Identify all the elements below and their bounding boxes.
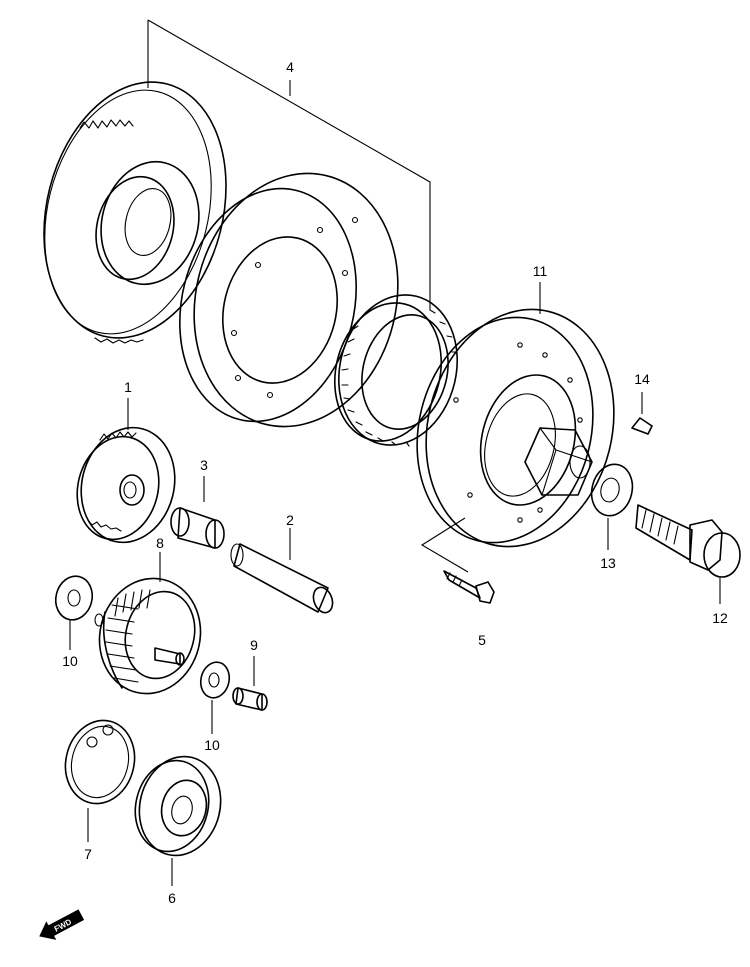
starter-driven-gear (43, 81, 227, 344)
starter-clutch-rotor (416, 308, 615, 548)
bushing-9 (232, 687, 268, 711)
callout-9: 9 (250, 637, 258, 653)
callout-11: 11 (533, 263, 548, 279)
callout-4: 4 (286, 59, 294, 75)
idle-gear (76, 426, 176, 544)
washer-10-left (54, 575, 94, 621)
washer-10-right (199, 661, 231, 699)
one-way-clutch (333, 294, 459, 447)
bearing (134, 755, 222, 857)
bushing-3 (170, 507, 225, 549)
bolt-small (443, 570, 495, 604)
callout-10a: 10 (62, 653, 78, 669)
callout-12: 12 (712, 610, 728, 626)
callout-8: 8 (156, 535, 164, 551)
circlip (64, 719, 136, 805)
one-way-clutch-housing (179, 172, 399, 428)
callout-5-bracket (420, 517, 469, 573)
callout-4-bracket (147, 19, 431, 310)
callout-7: 7 (84, 846, 92, 862)
callout-5: 5 (478, 632, 486, 648)
shaft-2 (230, 543, 334, 614)
arrow-left-icon (39, 909, 85, 940)
callout-14: 14 (634, 371, 650, 387)
callout-2: 2 (286, 512, 294, 528)
callout-10b: 10 (204, 737, 220, 753)
key-14 (631, 417, 653, 435)
callout-3: 3 (200, 457, 208, 473)
starter-gear-assembly (43, 19, 459, 447)
rotor-hex-nut (524, 427, 593, 496)
bolt-12 (635, 504, 741, 578)
callout-1: 1 (124, 379, 132, 395)
callout-13: 13 (600, 555, 616, 571)
fwd-marker: FWD (39, 909, 85, 940)
callout-6: 6 (168, 890, 176, 906)
reduction-gear (94, 577, 202, 695)
washer-13 (590, 463, 634, 517)
